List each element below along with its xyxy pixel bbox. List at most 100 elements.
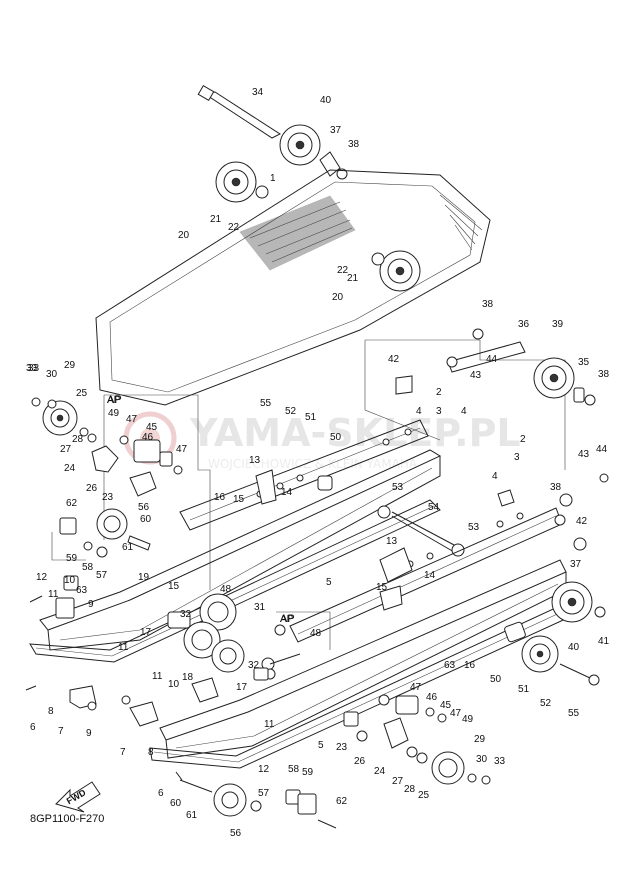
part-number-label: 11 <box>264 719 275 730</box>
part-number-label: 45 <box>440 700 452 711</box>
part-number-label: 42 <box>388 354 400 365</box>
part-number-label: 9 <box>86 728 92 739</box>
right-slide-rail <box>149 489 573 769</box>
part-number-label: 29 <box>64 360 76 371</box>
part-number-label: 38 <box>482 299 494 310</box>
part-number-label: 20 <box>178 230 190 241</box>
part-number-label: 61 <box>122 542 134 553</box>
part-number-label: 42 <box>576 516 588 527</box>
rear-axle-assembly-upper <box>395 328 596 406</box>
figure-code: 8GP1100-F270 <box>30 813 104 825</box>
part-number-label: 26 <box>86 483 98 494</box>
part-number-label: 16 <box>214 492 226 503</box>
part-number-label: 24 <box>64 463 76 474</box>
part-number-label: 17 <box>140 627 152 638</box>
part-number-label: 56 <box>138 502 150 513</box>
part-number-label: 49 <box>462 714 474 725</box>
part-number-label: 62 <box>66 498 78 509</box>
part-number-label: 11 <box>152 671 163 682</box>
bottom-front-parts <box>175 771 337 829</box>
part-number-label: 43 <box>578 449 590 460</box>
part-number-label: 58 <box>288 764 300 775</box>
part-number-label: 37 <box>570 559 582 570</box>
part-number-label: 14 <box>281 487 293 498</box>
part-number-label: 30 <box>46 369 58 380</box>
part-number-label: 27 <box>60 444 72 455</box>
part-number-label: 44 <box>486 354 498 365</box>
rear-wheels-lower <box>504 473 609 686</box>
part-number-label: 13 <box>249 455 261 466</box>
part-number-label: 8 <box>48 706 54 717</box>
part-number-label: 62 <box>336 796 348 807</box>
part-number-label: 36 <box>518 319 530 330</box>
part-number-label: 15 <box>376 582 388 593</box>
part-number-label: 39 <box>552 319 564 330</box>
part-number-label: 33 <box>494 756 506 767</box>
part-number-label: 2 <box>520 434 526 445</box>
part-number-label: 63 <box>76 585 88 596</box>
part-number-label: 40 <box>320 95 332 106</box>
part-number-label: 15 <box>233 494 245 505</box>
part-number-label: 16 <box>464 660 476 671</box>
part-number-label: 45 <box>146 422 158 433</box>
assembly-boxes <box>51 339 566 650</box>
part-number-label: 63 <box>444 660 456 671</box>
part-number-label: 3 <box>514 452 520 463</box>
part-number-label: 4 <box>416 406 422 417</box>
part-number-label: 30 <box>476 754 488 765</box>
part-number-label: 59 <box>302 767 314 778</box>
part-number-label: 44 <box>596 444 608 455</box>
ap-label-lower: AP <box>280 613 295 625</box>
part-number-label: 19 <box>138 572 150 583</box>
part-number-label: 11 <box>118 642 129 653</box>
part-number-label: 22 <box>337 265 349 276</box>
watermark-main: YAMA-SKLEP.PL <box>189 411 521 455</box>
part-number-label: 8 <box>148 747 154 758</box>
part-number-label: 12 <box>258 764 270 775</box>
part-number-label: 38 <box>348 139 360 150</box>
part-number-label: 28 <box>72 434 84 445</box>
part-number-label: 26 <box>354 756 366 767</box>
part-number-label: 47 <box>176 444 188 455</box>
part-number-label: 60 <box>170 798 182 809</box>
part-number-label: 51 <box>518 684 530 695</box>
part-number-label: 50 <box>490 674 502 685</box>
part-number-label: 52 <box>540 698 552 709</box>
part-number-label: 9 <box>88 599 94 610</box>
part-number-label: 46 <box>142 432 154 443</box>
part-number-label: 22 <box>228 222 240 233</box>
part-number-label: 32 <box>248 660 260 671</box>
part-number-label: 61 <box>186 810 198 821</box>
part-number-label: AP <box>280 614 294 625</box>
part-number-label: 49 <box>108 408 120 419</box>
left-side-parts <box>25 575 219 727</box>
part-number-label: 57 <box>96 570 108 581</box>
part-number-label: 27 <box>392 776 404 787</box>
part-number-label: 10 <box>64 575 76 586</box>
part-number-label: 6 <box>30 722 36 733</box>
part-number-label: 58 <box>82 562 94 573</box>
part-number-label: 46 <box>426 692 438 703</box>
part-number-label: 23 <box>336 742 348 753</box>
part-number-label: 48 <box>310 628 322 639</box>
part-number-label: 21 <box>347 273 359 284</box>
part-number-label: 2 <box>436 387 442 398</box>
watermark-sub: WOJCIECHOWICZ & KLEIN YAMAHA <box>208 457 418 471</box>
part-number-label: 1 <box>270 173 276 184</box>
part-number-label: 3 <box>436 406 442 417</box>
part-number-label: 24 <box>374 766 386 777</box>
part-number-label: 52 <box>285 406 297 417</box>
part-number-label: 48 <box>220 584 232 595</box>
part-number-label: 25 <box>418 790 430 801</box>
part-number-label: 56 <box>230 828 242 839</box>
part-number-label: 34 <box>252 87 264 98</box>
watermark: YAMA-SKLEP.PL WOJCIECHOWICZ & KLEIN YAMA… <box>123 411 521 471</box>
part-number-label: 38 <box>598 369 610 380</box>
part-number-label: AP <box>107 395 121 406</box>
part-number-label: 13 <box>386 536 398 547</box>
part-number-label: 60 <box>140 514 152 525</box>
part-number-label: 43 <box>470 370 482 381</box>
part-number-label: 41 <box>598 636 610 647</box>
part-number-label: 18 <box>182 672 194 683</box>
